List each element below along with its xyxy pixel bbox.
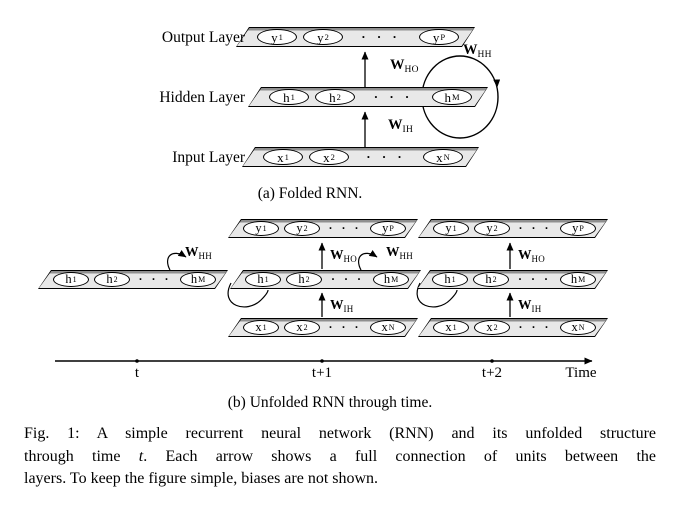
weight-label-who: WHO [390,57,419,75]
ellipsis-dots: · · · [518,320,552,334]
slab-face [249,88,487,106]
slab-face [243,148,478,166]
recurrent-hook-t1-to-t2 [357,250,378,271]
recurrent-hook-t-to-t1 [166,250,187,271]
panel-a-caption: (a) Folded RNN. [257,185,363,202]
figure-caption-line3: layers. To keep the figure simple, biase… [24,470,379,487]
weight-label-wih-t1: WIH [330,297,354,314]
weight-label-wih-t2: WIH [518,297,542,314]
time-tick-t1 [320,359,324,363]
tick-label-t2: t+2 [481,365,503,381]
hidden-layer-label: Hidden Layer [159,89,245,106]
ellipsis-dots: · · · [373,89,414,104]
weight-label-wih: WIH [388,117,414,135]
ellipsis-dots: · · · [328,320,362,334]
ellipsis-dots: · · · [366,149,406,164]
weight-label-who-t1: WHO [330,247,358,264]
time-variable: t [138,447,144,465]
ellipsis-dots: · · · [138,272,172,286]
weight-label-whh: WHH [463,42,492,60]
ellipsis-dots: · · · [328,221,362,235]
recurrent-underloop-t1 [227,282,269,308]
time-tick-t2 [490,359,494,363]
weight-label-whh-t: WHH [185,244,213,261]
figure-caption-line2: through time t. Each arrow shows a full … [24,447,656,465]
time-tick-t [135,359,139,363]
figure-caption: Fig. 1: A simple recurrent neural networ… [24,423,656,491]
output-layer-label: Output Layer [161,29,245,46]
input-layer-label: Input Layer [172,149,245,166]
ellipsis-dots: · · · [330,272,364,286]
ellipsis-dots: · · · [517,272,551,286]
ellipsis-dots: · · · [518,221,552,235]
ellipsis-dots: · · · [361,29,401,44]
tick-label-t1: t+1 [311,365,333,381]
weight-label-who-t2: WHO [518,247,546,264]
time-axis-label: Time [565,365,597,381]
weight-label-whh-t1: WHH [386,244,414,261]
recurrent-underloop-t2 [416,282,458,308]
tick-label-t: t [134,365,140,381]
figure-caption-line1: Fig. 1: A simple recurrent neural networ… [24,425,656,442]
panel-b-caption: (b) Unfolded RNN through time. [227,394,433,411]
slab-face [237,28,474,46]
